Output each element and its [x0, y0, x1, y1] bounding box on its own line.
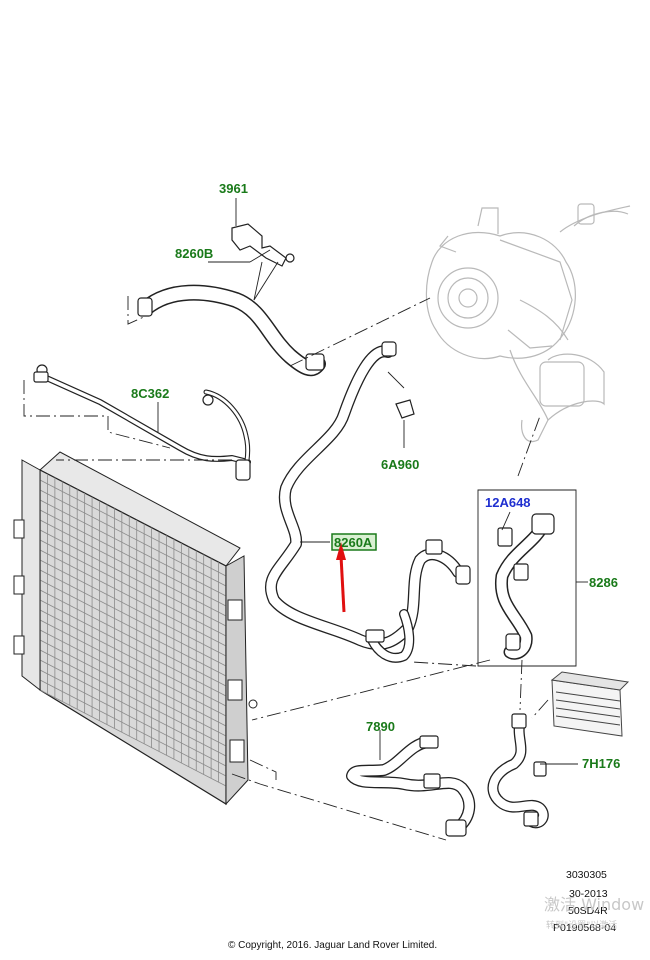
callout-8260a: 8260A	[334, 535, 373, 550]
callout-7h176: 7H176	[582, 756, 620, 771]
oil-cooler-illustration	[550, 671, 630, 737]
callout-6a960: 6A960	[381, 457, 419, 472]
highlight-arrow	[336, 542, 346, 613]
routing-lines	[23, 296, 549, 841]
leader-lines	[157, 198, 588, 765]
hose-8260a	[264, 345, 464, 651]
callout-8260b: 8260B	[175, 246, 213, 261]
activation-watermark-line1: 激活 Window	[544, 895, 644, 914]
activation-watermark-line2: 转到"设置"以激活	[546, 919, 617, 931]
ref-code-4: P0190568-04	[553, 922, 616, 934]
ref-code-1: 3030305	[566, 869, 607, 881]
callout-12a648: 12A648	[485, 495, 531, 510]
hoses	[39, 284, 551, 834]
callout-7890: 7890	[366, 719, 395, 734]
bracket-3961	[231, 223, 287, 267]
engine-turbo-illustration	[425, 203, 631, 443]
callout-3961: 3961	[219, 181, 248, 196]
copyright-notice: © Copyright, 2016. Jaguar Land Rover Lim…	[228, 940, 437, 951]
ref-code-2: 30-2013	[569, 888, 608, 900]
callout-8286: 8286	[589, 575, 618, 590]
ref-code-3: 50SD4R	[568, 905, 608, 917]
highlight-box-8260a	[331, 533, 377, 551]
fittings	[33, 223, 555, 837]
radiator-illustration	[13, 451, 258, 806]
callout-8c362: 8C362	[131, 386, 169, 401]
